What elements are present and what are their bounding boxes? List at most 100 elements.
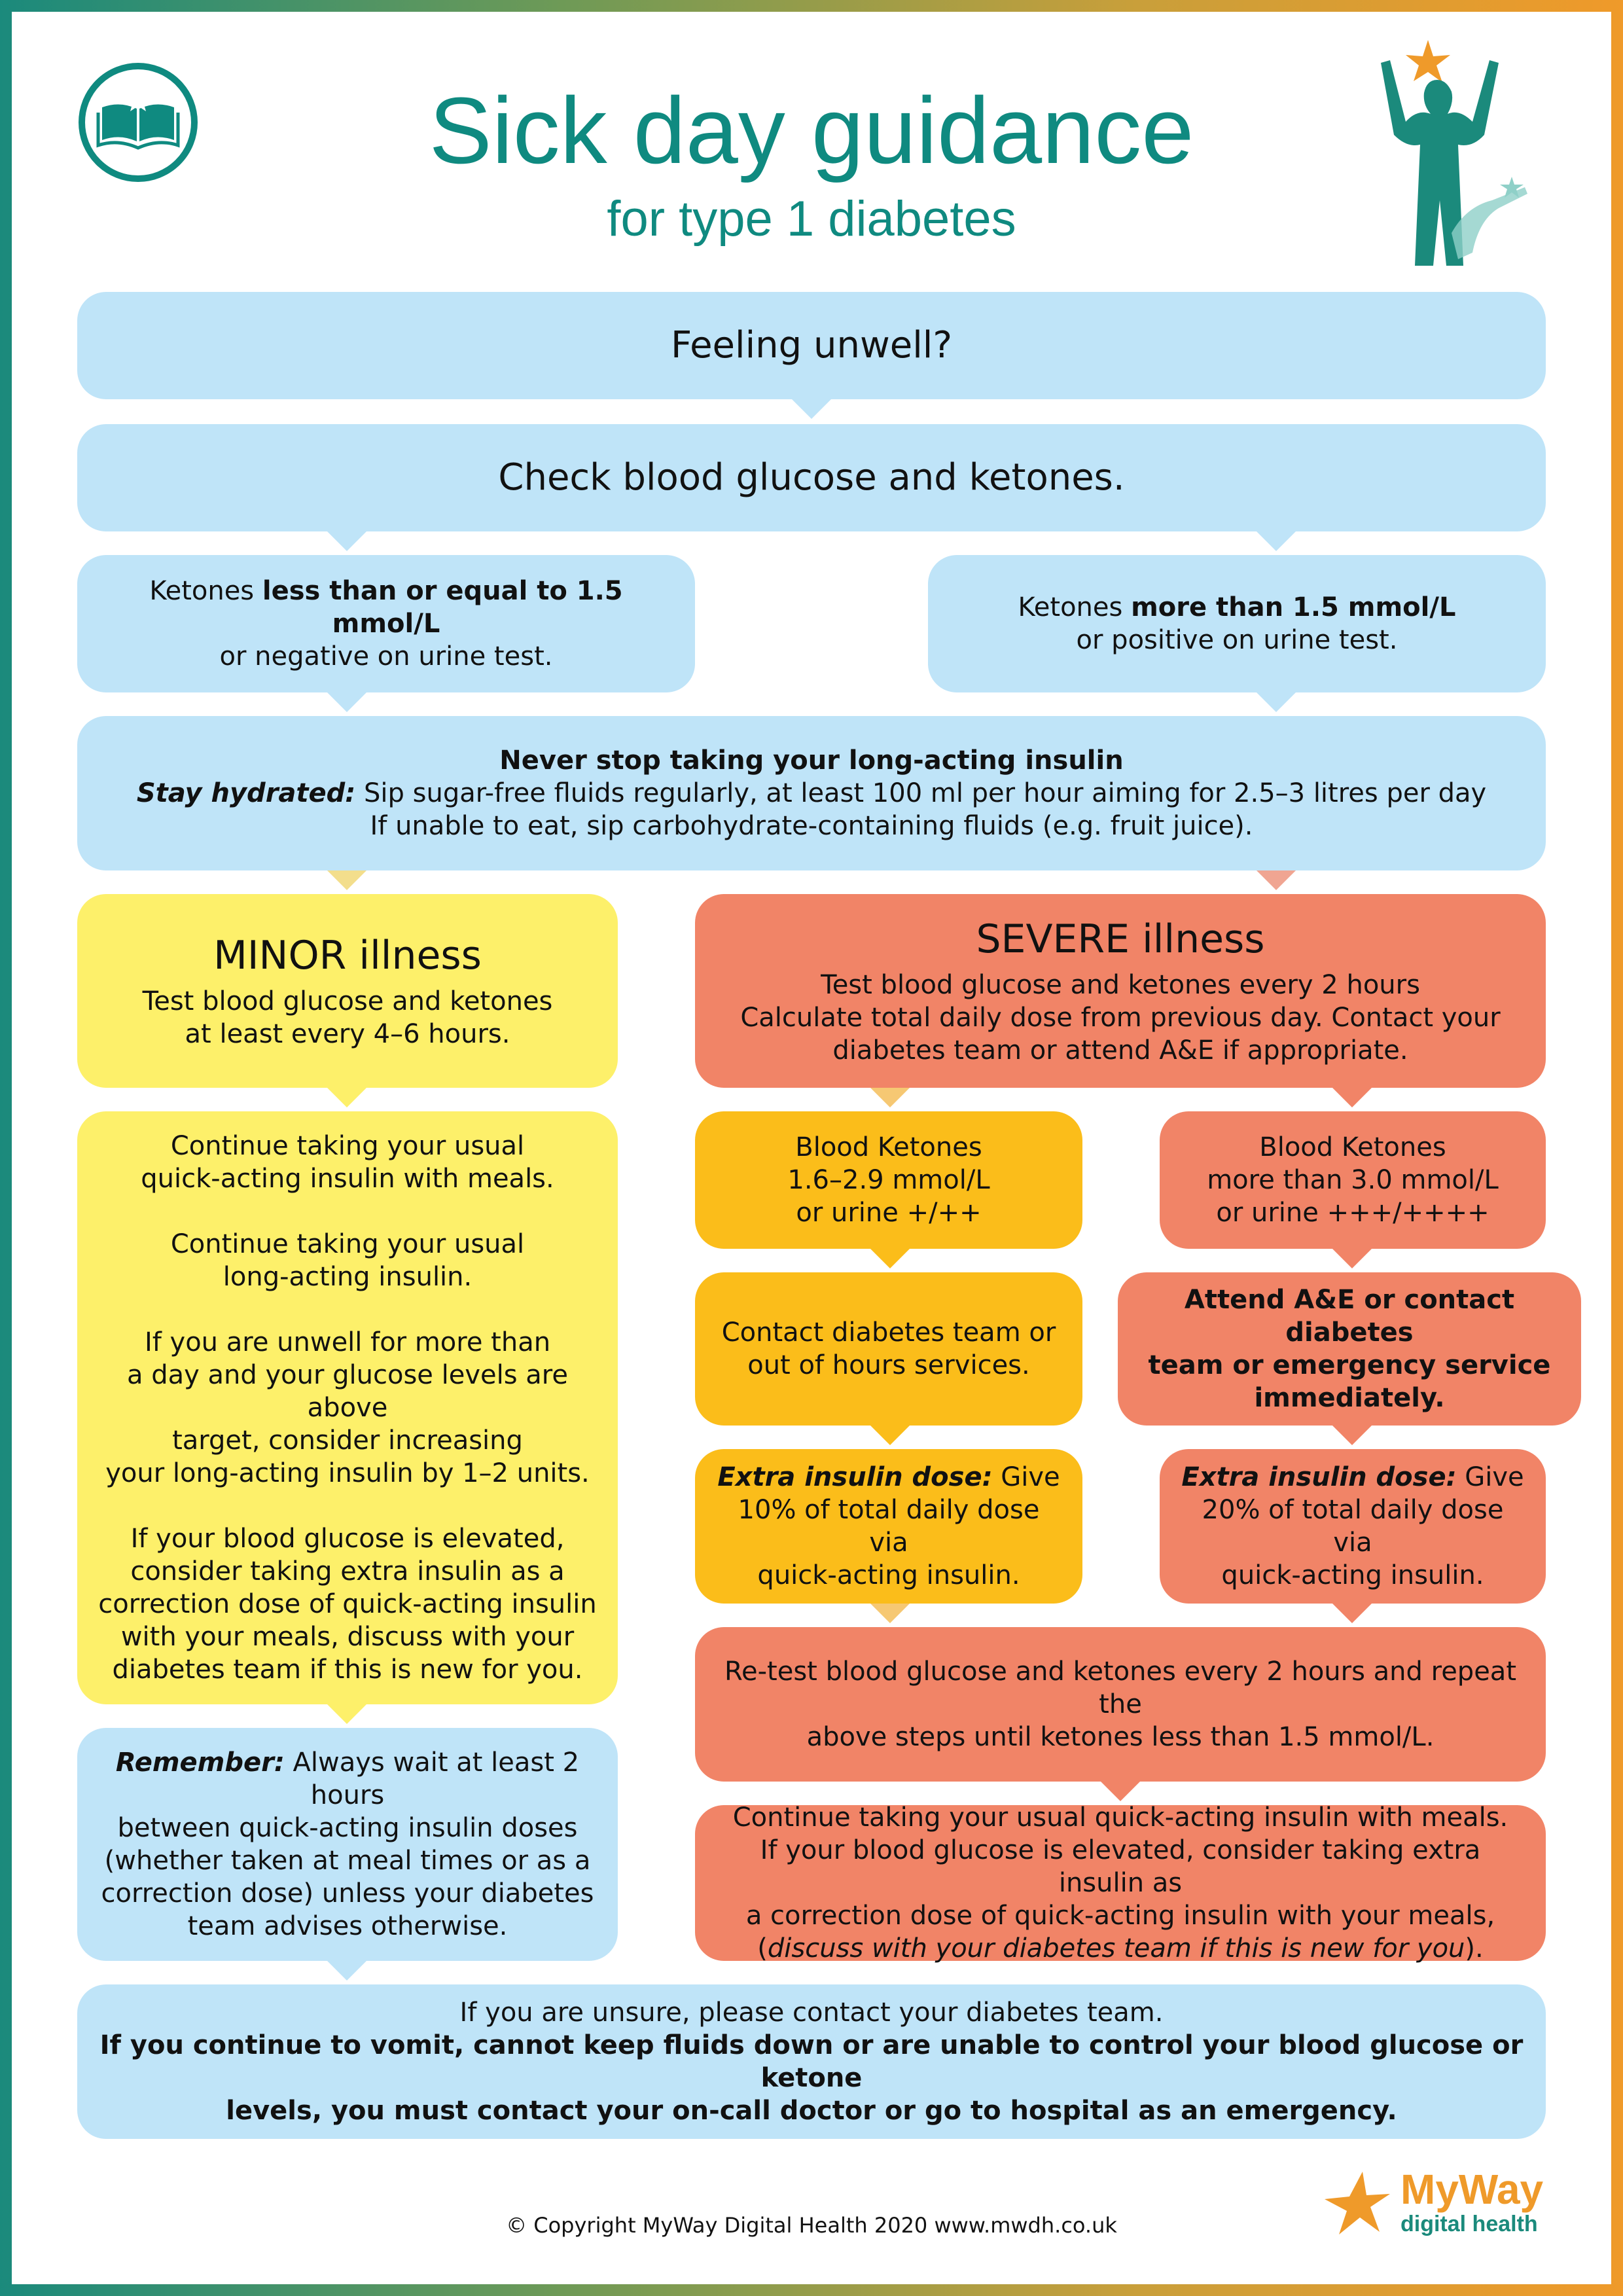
stay-hydrated-text: Sip sugar-free fluids regularly, at leas… bbox=[355, 778, 1487, 808]
advice-2-line1: Continue taking your usual bbox=[170, 1229, 525, 1259]
arrow-minor-to-advice bbox=[327, 1088, 366, 1107]
stay-hydrated-label: Stay hydrated: bbox=[136, 778, 356, 808]
continue-italic-note: discuss with your diabetes team if this … bbox=[767, 1933, 1465, 1964]
check-glucose-text: Check blood glucose and ketones. bbox=[498, 456, 1125, 499]
arrow-moderate-to-retest bbox=[870, 1604, 910, 1623]
ketones-high-urine: or positive on urine test. bbox=[1076, 625, 1398, 655]
moderate-dose-label: Extra insulin dose: bbox=[717, 1462, 993, 1492]
arrow-advice-to-remember bbox=[327, 1704, 366, 1724]
remember-box: Remember: Always wait at least 2 hours b… bbox=[77, 1728, 618, 1961]
high-ketones-line2: more than 3.0 mmol/L bbox=[1207, 1165, 1499, 1195]
high-action-line2: team or emergency service bbox=[1148, 1350, 1551, 1380]
ketones-low-threshold: less than or equal to 1.5 mmol/L bbox=[262, 576, 623, 639]
continue-paren-open: ( bbox=[757, 1933, 768, 1964]
advice-3-line1: If you are unwell for more than bbox=[144, 1327, 551, 1357]
final-warning-box: If you are unsure, please contact your d… bbox=[77, 1984, 1546, 2139]
arrow-step1 bbox=[792, 399, 831, 419]
minor-test-line2: at least every 4–6 hours. bbox=[185, 1019, 510, 1049]
ketones-low-prefix: Ketones bbox=[149, 576, 262, 606]
ketones-high-box: Ketones more than 1.5 mmol/L or positive… bbox=[928, 555, 1546, 692]
advice-4-line4: with your meals, discuss with your bbox=[120, 1622, 575, 1652]
moderate-action-box: Contact diabetes team or out of hours se… bbox=[695, 1272, 1082, 1426]
ketones-low-box: Ketones less than or equal to 1.5 mmol/L… bbox=[77, 555, 695, 692]
ketones-low-urine: or negative on urine test. bbox=[219, 641, 553, 672]
advice-4-line5: diabetes team if this is new for you. bbox=[112, 1655, 583, 1685]
page-title: Sick day guidance bbox=[429, 78, 1194, 183]
high-ketones-line3: or urine +++/++++ bbox=[1216, 1198, 1489, 1228]
arrow-to-minor bbox=[327, 870, 366, 890]
retest-line1: Re-test blood glucose and ketones every … bbox=[724, 1657, 1516, 1719]
myway-logo: MyWay digital health bbox=[1322, 2166, 1558, 2251]
arrow-to-high bbox=[1257, 531, 1296, 551]
check-glucose-box: Check blood glucose and ketones. bbox=[77, 424, 1546, 531]
moderate-ketones-line3: or urine +/++ bbox=[796, 1198, 982, 1228]
high-action-line3: immediately. bbox=[1254, 1383, 1445, 1413]
severe-illness-box: SEVERE illness Test blood glucose and ke… bbox=[695, 894, 1546, 1088]
book-star-icon bbox=[79, 63, 198, 182]
final-line1: If you are unsure, please contact your d… bbox=[459, 1998, 1164, 2028]
myway-brand-tagline: digital health bbox=[1400, 2212, 1538, 2236]
arrow-moderate-to-dose bbox=[870, 1426, 910, 1445]
high-ketones-line1: Blood Ketones bbox=[1259, 1132, 1446, 1162]
copyright-text: © Copyright MyWay Digital Health 2020 ww… bbox=[506, 2213, 1117, 2238]
myway-star-icon bbox=[1325, 2172, 1390, 2234]
arrow-high-to-action bbox=[1332, 1249, 1372, 1268]
advice-3-line2: a day and your glucose levels are above bbox=[127, 1360, 568, 1423]
arrow-high-to-dose bbox=[1332, 1426, 1372, 1445]
arrow-moderate-to-action bbox=[870, 1249, 910, 1268]
remember-line5: team advises otherwise. bbox=[187, 1911, 508, 1941]
high-dose-box: Extra insulin dose: Give 20% of total da… bbox=[1160, 1449, 1546, 1604]
advice-1-line2: quick-acting insulin with meals. bbox=[141, 1164, 554, 1194]
moderate-dose-box: Extra insulin dose: Give 10% of total da… bbox=[695, 1449, 1082, 1604]
high-ketones-box: Blood Ketones more than 3.0 mmol/L or ur… bbox=[1160, 1111, 1546, 1249]
advice-3-line3: target, consider increasing bbox=[172, 1426, 523, 1456]
final-bold-line2: levels, you must contact your on-call do… bbox=[226, 2096, 1397, 2126]
final-bold-line1: If you continue to vomit, cannot keep fl… bbox=[99, 2030, 1524, 2093]
retest-box: Re-test blood glucose and ketones every … bbox=[695, 1627, 1546, 1782]
moderate-ketones-box: Blood Ketones 1.6–2.9 mmol/L or urine +/… bbox=[695, 1111, 1082, 1249]
advice-4-line2: consider taking extra insulin as a bbox=[130, 1556, 565, 1587]
common-guidance-box: Never stop taking your long-acting insul… bbox=[77, 716, 1546, 870]
person-star-icon bbox=[1381, 40, 1527, 266]
remember-label: Remember: bbox=[115, 1748, 285, 1778]
carb-fluids-text: If unable to eat, sip carbohydrate-conta… bbox=[370, 811, 1253, 841]
advice-3-line4: your long-acting insulin by 1–2 units. bbox=[105, 1458, 590, 1488]
moderate-dose-line1: Give bbox=[992, 1462, 1060, 1492]
severe-illness-heading: SEVERE illness bbox=[976, 916, 1265, 962]
advice-2-line2: long-acting insulin. bbox=[223, 1262, 473, 1292]
ketones-high-prefix: Ketones bbox=[1018, 592, 1132, 622]
page-subtitle: for type 1 diabetes bbox=[607, 191, 1016, 247]
minor-illness-heading: MINOR illness bbox=[213, 933, 482, 978]
high-dose-label: Extra insulin dose: bbox=[1181, 1462, 1457, 1492]
arrow-severe-to-moderate bbox=[870, 1088, 910, 1107]
myway-brand-name: MyWay bbox=[1400, 2166, 1544, 2213]
ketones-high-threshold: more than 1.5 mmol/L bbox=[1131, 592, 1456, 622]
feeling-unwell-text: Feeling unwell? bbox=[670, 324, 953, 367]
high-action-box: Attend A&E or contact diabetes team or e… bbox=[1118, 1272, 1581, 1426]
moderate-ketones-line1: Blood Ketones bbox=[795, 1132, 982, 1162]
advice-4-line1: If your blood glucose is elevated, bbox=[130, 1524, 565, 1554]
high-dose-line2: 20% of total daily dose via bbox=[1202, 1495, 1504, 1558]
arrow-high-to-common bbox=[1257, 692, 1296, 712]
severe-line3: diabetes team or attend A&E if appropria… bbox=[832, 1035, 1408, 1066]
minor-test-line1: Test blood glucose and ketones bbox=[142, 986, 553, 1016]
remember-line2: between quick-acting insulin doses bbox=[117, 1813, 578, 1843]
moderate-dose-line2: 10% of total daily dose via bbox=[738, 1495, 1040, 1558]
severe-line1: Test blood glucose and ketones every 2 h… bbox=[821, 970, 1420, 1000]
minor-illness-box: MINOR illness Test blood glucose and ket… bbox=[77, 894, 618, 1088]
remember-line4: correction dose) unless your diabetes bbox=[101, 1878, 594, 1909]
arrow-low-to-common bbox=[327, 692, 366, 712]
advice-4-line3: correction dose of quick-acting insulin bbox=[98, 1589, 597, 1619]
moderate-ketones-line2: 1.6–2.9 mmol/L bbox=[787, 1165, 990, 1195]
arrow-severe-to-high bbox=[1332, 1088, 1372, 1107]
moderate-action-line1: Contact diabetes team or bbox=[721, 1318, 1056, 1348]
remember-line3: (whether taken at meal times or as a bbox=[104, 1846, 591, 1876]
continue-line1: Continue taking your usual quick-acting … bbox=[732, 1803, 1508, 1833]
continue-line2: If your blood glucose is elevated, consi… bbox=[760, 1835, 1481, 1898]
arrow-to-severe bbox=[1257, 870, 1296, 890]
arrow-to-low bbox=[327, 531, 366, 551]
advice-1-line1: Continue taking your usual bbox=[170, 1131, 525, 1161]
severe-continue-box: Continue taking your usual quick-acting … bbox=[695, 1803, 1546, 1964]
high-dose-line1: Give bbox=[1456, 1462, 1524, 1492]
severe-line2: Calculate total daily dose from previous… bbox=[740, 1003, 1501, 1033]
